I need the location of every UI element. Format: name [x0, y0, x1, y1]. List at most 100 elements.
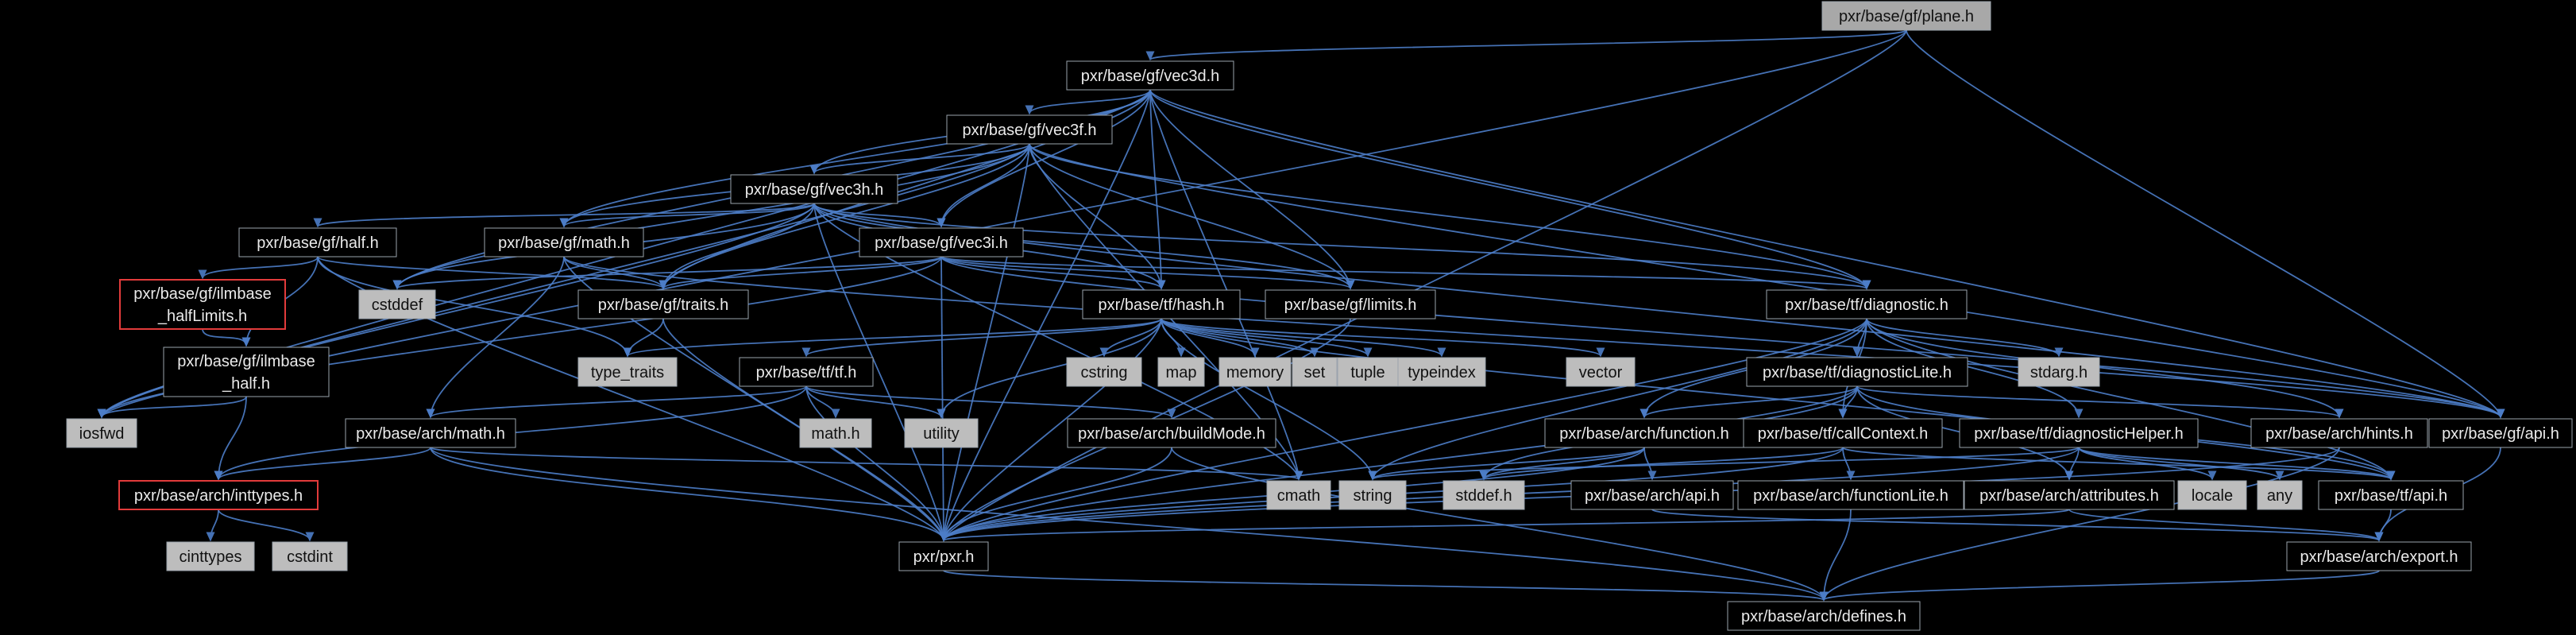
node-box [1266, 480, 1331, 510]
node-string: string [1338, 480, 1407, 510]
edge-tfhash-to-tftf [801, 318, 1162, 358]
node-label: locale [2192, 487, 2233, 505]
node-buildmode[interactable]: pxr/base/arch/buildMode.h [1067, 418, 1276, 448]
node-label-line: pxr/base/arch/inttypes.h [134, 487, 303, 505]
node-vec3d[interactable]: pxr/base/gf/vec3d.h [1066, 60, 1234, 91]
node-label: set [1304, 364, 1326, 381]
node-box [1082, 289, 1241, 319]
edge-diaglite-to-pxrh [939, 385, 1858, 542]
edge-tfhash-to-cstring [1099, 318, 1162, 358]
node-label-line: stddef.h [1455, 487, 1512, 505]
node-gfmath[interactable]: pxr/base/gf/math.h [484, 227, 644, 257]
node-label-line: pxr/base/arch/attributes.h [1979, 487, 2159, 505]
node-label-line: utility [923, 425, 960, 443]
edge-vec3h-to-gfmath [559, 203, 815, 228]
node-label-line: pxr/base/tf/tf.h [756, 364, 857, 381]
node-tftf[interactable]: pxr/base/tf/tf.h [739, 357, 874, 387]
edge-tfdiagnostic-to-pxrh [939, 318, 1867, 542]
node-box [1265, 289, 1436, 319]
node-functionlite[interactable]: pxr/base/arch/functionLite.h [1737, 480, 1964, 510]
edge-vec3d-to-cmath [1149, 89, 1303, 481]
node-label-line: pxr/base/tf/api.h [2335, 487, 2447, 505]
node-archmath[interactable]: pxr/base/arch/math.h [345, 418, 516, 448]
edge-tfhash-to-tuple [1161, 318, 1373, 358]
edge-buildmode-to-pxrh [939, 447, 1172, 542]
node-ilmhalf[interactable]: pxr/base/gf/ilmbase_half.h [163, 347, 330, 397]
edge-tftf-to-buildmode [805, 385, 1176, 419]
edge-half-to-gftraits [317, 256, 668, 290]
node-label: pxr/base/gf/math.h [498, 234, 630, 252]
node-label-line: pxr/base/tf/diagnosticLite.h [1763, 364, 1952, 381]
node-tfapi[interactable]: pxr/base/tf/api.h [2318, 480, 2464, 510]
node-label-line: cstddef [372, 296, 423, 314]
node-label-line: pxr/base/gf/limits.h [1284, 296, 1417, 314]
node-locale: locale [2177, 480, 2247, 510]
edge-archmath-to-defines [430, 447, 1829, 602]
edge-archmath-to-pxrh [430, 447, 948, 542]
node-plane[interactable]: pxr/base/gf/plane.h [1821, 1, 1991, 31]
edges-layer [97, 29, 2505, 602]
edge-tfhash-to-vector [1161, 318, 1605, 358]
node-tfdiagnostic[interactable]: pxr/base/tf/diagnostic.h [1766, 289, 1968, 319]
node-label-line: pxr/base/gf/vec3d.h [1081, 68, 1220, 85]
node-pxrh[interactable]: pxr/pxr.h [898, 541, 989, 571]
edge-tfhash-to-set [1161, 318, 1319, 358]
node-typeindex: typeindex [1397, 357, 1486, 387]
node-vec3i[interactable]: pxr/base/gf/vec3i.h [859, 227, 1024, 257]
node-label: pxr/base/gf/ilmbase_halfLimits.h [133, 285, 271, 325]
node-box [859, 227, 1024, 257]
edge-archfunction-to-stddefh [1479, 447, 1645, 481]
edge-inttypes-to-cinttypes [206, 509, 219, 542]
node-box [2018, 357, 2100, 387]
node-box [1544, 418, 1744, 448]
edge-tfhash-to-string [1161, 318, 1377, 481]
node-box [484, 227, 644, 257]
edge-tftf-to-utility [805, 385, 946, 419]
node-tfhash[interactable]: pxr/base/tf/hash.h [1082, 289, 1241, 319]
node-set: set [1292, 357, 1338, 387]
node-diaglite[interactable]: pxr/base/tf/diagnosticLite.h [1746, 357, 1968, 387]
node-box [238, 227, 397, 257]
node-label: pxr/base/arch/attributes.h [1979, 487, 2159, 505]
node-box [1157, 357, 1205, 387]
node-archapi[interactable]: pxr/base/arch/api.h [1570, 480, 1734, 510]
node-box [2257, 480, 2303, 510]
edge-tfhash-to-tfapi [1161, 318, 2396, 481]
edge-attributes-to-export [2068, 509, 2384, 542]
node-label-line: cmath [1277, 487, 1320, 505]
edge-callcontext-to-tfapi [1842, 447, 2396, 481]
node-iosfwd: iosfwd [66, 418, 137, 448]
edge-ilmhalf-to-inttypes [214, 396, 247, 481]
edge-vec3d-to-vec3f [1025, 89, 1151, 115]
node-inttypes[interactable]: pxr/base/arch/inttypes.h [118, 479, 319, 511]
node-halflimits[interactable]: pxr/base/gf/ilmbase_halfLimits.h [118, 278, 287, 331]
node-label: map [1166, 364, 1197, 381]
node-diaghelper[interactable]: pxr/base/tf/diagnosticHelper.h [1959, 418, 2199, 448]
node-vec3h[interactable]: pxr/base/gf/vec3h.h [730, 174, 898, 204]
node-archfunction[interactable]: pxr/base/arch/function.h [1544, 418, 1744, 448]
node-label-line: pxr/base/arch/defines.h [1741, 608, 1906, 625]
node-box [904, 418, 979, 448]
node-label-line: pxr/base/gf/plane.h [1839, 8, 1974, 25]
node-cstdint: cstdint [272, 541, 348, 571]
node-label: pxr/base/arch/math.h [356, 425, 505, 443]
edge-tfhash-to-typeindex [1161, 318, 1446, 358]
node-half[interactable]: pxr/base/gf/half.h [238, 227, 397, 257]
node-box [1066, 357, 1142, 387]
node-export[interactable]: pxr/base/arch/export.h [2286, 541, 2472, 571]
node-defines[interactable]: pxr/base/arch/defines.h [1727, 601, 1921, 631]
node-callcontext[interactable]: pxr/base/tf/callContext.h [1743, 418, 1943, 448]
node-attributes[interactable]: pxr/base/arch/attributes.h [1964, 480, 2175, 510]
edge-gfmath-to-archmath [426, 256, 565, 419]
node-gflimits[interactable]: pxr/base/gf/limits.h [1265, 289, 1436, 319]
edge-vec3i-to-pxrh [939, 256, 948, 542]
edge-vec3d-to-tfdiagnostic [1149, 89, 1871, 290]
node-box [2250, 418, 2428, 448]
node-label-line: pxr/base/gf/api.h [2442, 425, 2559, 443]
node-box [1743, 418, 1943, 448]
edge-vec3h-to-iosfwd [97, 203, 815, 419]
node-archhints[interactable]: pxr/base/arch/hints.h [2250, 418, 2428, 448]
node-gftraits[interactable]: pxr/base/gf/traits.h [577, 289, 749, 319]
node-gfapi[interactable]: pxr/base/gf/api.h [2428, 418, 2573, 448]
node-vec3f[interactable]: pxr/base/gf/vec3f.h [946, 114, 1113, 145]
